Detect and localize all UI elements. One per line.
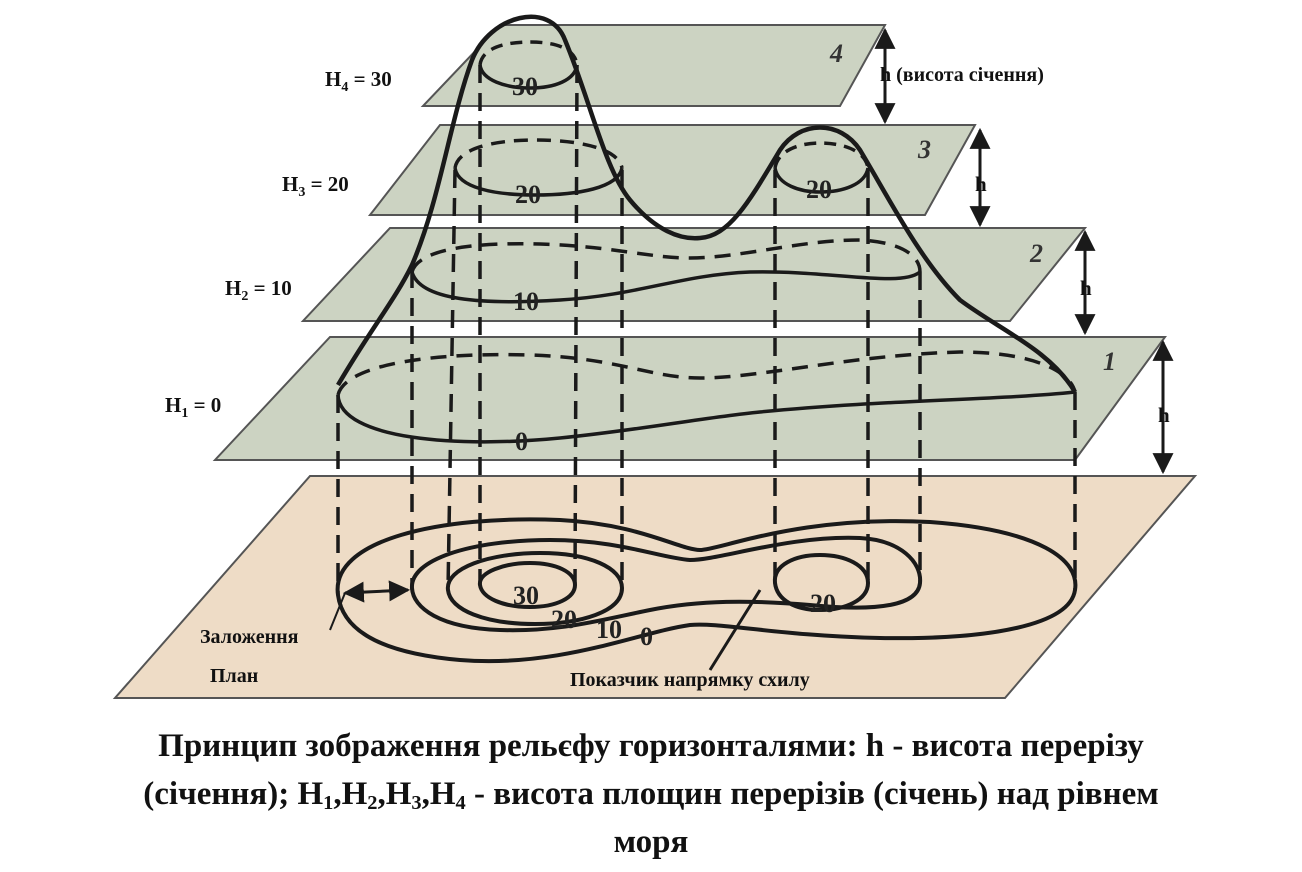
- plane-2: [300, 227, 1088, 322]
- plan-contour-20-right: [772, 552, 871, 613]
- plane4-contour-front: [478, 64, 579, 90]
- plan-contour-20-left: [445, 550, 625, 627]
- label-20-plane-right: 20: [806, 175, 832, 204]
- label-h4: H4 = 30: [325, 67, 392, 95]
- label-20-plan-left: 20: [551, 605, 577, 634]
- caption-line-1: Принцип зображення рельєфу горизонталями…: [158, 728, 1144, 764]
- plane3-contour-left-back: [453, 138, 624, 169]
- label-plan: План: [210, 665, 258, 687]
- label-20-plane-left: 20: [515, 180, 541, 209]
- caption-line-3: моря: [613, 824, 689, 860]
- zalozhennia-leader: [329, 592, 346, 631]
- label-h-1: h: [1158, 403, 1170, 427]
- height-arrows: [874, 27, 1174, 475]
- plane-number-3: 3: [917, 135, 931, 164]
- plane-4: [420, 24, 887, 107]
- label-20-plan-right: 20: [810, 589, 836, 618]
- projection-lines: [336, 64, 1077, 595]
- label-10-plan: 10: [596, 615, 622, 644]
- label-h-2: h: [1080, 276, 1092, 300]
- plane-number-4: 4: [829, 39, 843, 68]
- plane1-contour-back: [336, 350, 1077, 396]
- plane2-contour-front: [410, 270, 922, 304]
- label-zalozhennia: Заложення: [200, 626, 299, 648]
- label-h3: H3 = 20: [282, 172, 349, 200]
- base-plane: [112, 475, 1198, 699]
- relief-profile: [336, 14, 1077, 394]
- label-30-plan: 30: [513, 581, 539, 610]
- label-0-plane: 0: [515, 427, 528, 456]
- label-30-plane: 30: [512, 72, 538, 101]
- slope-indicator-line: [708, 589, 762, 671]
- label-h1: H1 = 0: [165, 393, 221, 421]
- relief-diagram: 30 20 20 10 0 30 20 10 0 20 4 3 2 1 H4 =…: [112, 14, 1198, 699]
- plane-number-2: 2: [1029, 239, 1043, 268]
- label-slope-indicator: Показчик напрямку схилу: [570, 669, 810, 691]
- label-h2: H2 = 10: [225, 276, 292, 304]
- plane1-contour-front: [336, 390, 1076, 444]
- plane3-contour-right-front: [773, 167, 870, 194]
- label-section-height: h (висота січення): [880, 64, 1044, 86]
- label-0-plan: 0: [640, 622, 653, 651]
- plane-numbers: 4 3 2 1: [829, 39, 1116, 376]
- caption-line-2: (січення); H1,H2,H3,H4 - висота площин п…: [143, 776, 1159, 815]
- contour-value-labels: 30 20 20 10 0 30 20 10 0 20: [512, 72, 836, 651]
- plane-number-1: 1: [1103, 347, 1116, 376]
- label-10-plane: 10: [513, 287, 539, 316]
- label-h-3: h: [975, 172, 987, 196]
- height-level-labels: H4 = 30 H3 = 20 H2 = 10 H1 = 0: [165, 67, 392, 421]
- diagram-caption: Принцип зображення рельєфу горизонталями…: [0, 722, 1302, 866]
- plane3-contour-left-front: [453, 167, 624, 197]
- plane-3: [367, 124, 977, 216]
- zalozhennia-arrow: [342, 580, 411, 603]
